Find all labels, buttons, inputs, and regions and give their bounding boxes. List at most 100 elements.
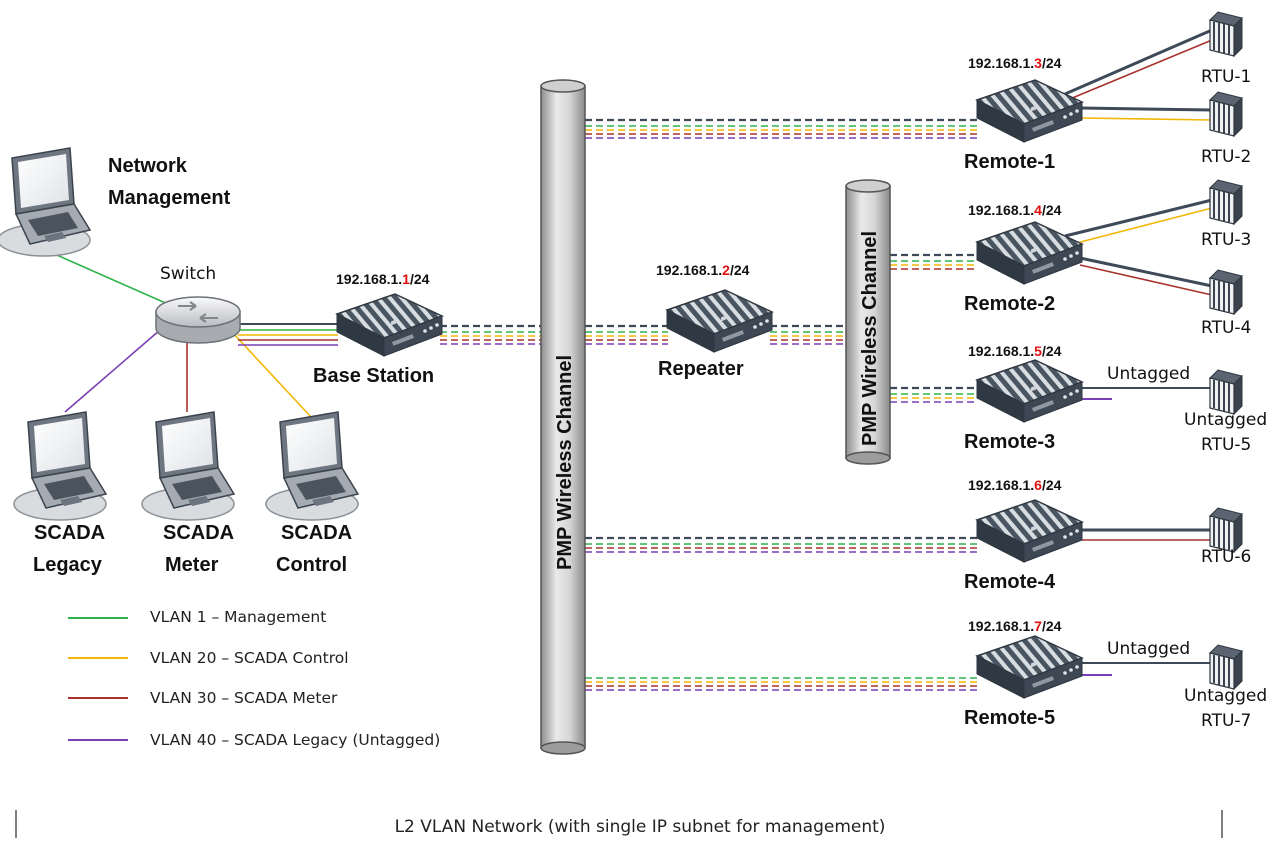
switch-icon [155, 296, 241, 344]
remote-4-group: 192.168.1.6/24 Remote-4 [964, 477, 1083, 593]
radio-icon [336, 293, 443, 357]
radio-icon [976, 359, 1083, 423]
repeater-ip: 192.168.1.2/24 [656, 262, 750, 278]
rtu-icon [1209, 507, 1243, 553]
rtu-7-label-1: Untagged [1184, 686, 1267, 706]
remote-1-group: 192.168.1.3/24 Remote-1 [964, 55, 1083, 173]
rtu-6-label: RTU-6 [1201, 547, 1251, 567]
rtu-4[interactable] [1209, 269, 1243, 315]
rtu-1[interactable] [1209, 11, 1243, 57]
scada-control-laptop[interactable] [265, 411, 359, 521]
remote-4-ip: 192.168.1.6/24 [968, 477, 1062, 493]
rtu-icon [1209, 179, 1243, 225]
repeater[interactable] [666, 289, 773, 353]
laptop-icon [265, 411, 359, 521]
wireless-link-remote-5 [585, 677, 978, 691]
untagged-link-label-remote-3: Untagged [1107, 364, 1190, 384]
wireless-link-repeater-in [585, 324, 668, 345]
rtu-7-label-2: RTU-7 [1201, 711, 1251, 731]
network-management-label-2: Management [108, 187, 231, 209]
remote-2-label: Remote-2 [964, 293, 1055, 315]
wireless-link-remote-4 [585, 536, 978, 553]
remote-3-group: 192.168.1.5/24 Remote-3 [964, 343, 1083, 453]
scada-legacy-label-1: SCADA [34, 522, 105, 544]
link-nm-switch [49, 251, 171, 306]
rtu-2[interactable] [1209, 91, 1243, 137]
legend-label-vlan30: VLAN 30 – SCADA Meter [150, 689, 338, 707]
legend-label-vlan40: VLAN 40 – SCADA Legacy (Untagged) [150, 731, 440, 749]
switch[interactable] [155, 296, 241, 344]
wireless-link-repeater-out [770, 324, 846, 345]
rtu-3[interactable] [1209, 179, 1243, 225]
legend-label-vlan20: VLAN 20 – SCADA Control [150, 649, 349, 667]
remote-3-ip: 192.168.1.5/24 [968, 343, 1062, 359]
rtu-7[interactable] [1209, 644, 1243, 690]
rtu-1-label: RTU-1 [1201, 67, 1251, 87]
rtu-6[interactable] [1209, 507, 1243, 553]
scada-control-label-2: Control [276, 554, 347, 576]
diagram-caption: L2 VLAN Network (with single IP subnet f… [395, 817, 886, 837]
laptop-icon [13, 411, 107, 521]
pmp-channel-secondary: PMP Wireless Channel [845, 179, 891, 465]
radio-icon [666, 289, 773, 353]
remote-2-ip: 192.168.1.4/24 [968, 202, 1062, 218]
scada-legacy-label-2: Legacy [33, 554, 103, 576]
wireless-links [440, 118, 978, 691]
rtu-icon [1209, 369, 1243, 415]
scada-meter-laptop[interactable] [141, 411, 235, 521]
legend-label-vlan1: VLAN 1 – Management [150, 608, 326, 626]
legend: VLAN 1 – Management VLAN 20 – SCADA Cont… [68, 608, 440, 749]
remote-1-label: Remote-1 [964, 151, 1055, 173]
remote-5-ip: 192.168.1.7/24 [968, 618, 1062, 634]
wireless-link-remote-2 [890, 253, 978, 270]
radio-icon [976, 499, 1083, 563]
laptop-icon [141, 411, 235, 521]
wireless-link-base [440, 324, 541, 345]
remote-2-group: 192.168.1.4/24 Remote-2 [964, 202, 1083, 315]
rtu-3-label: RTU-3 [1201, 230, 1251, 250]
remote-5-group: 192.168.1.7/24 Remote-5 [964, 618, 1083, 729]
remote-2[interactable] [976, 221, 1083, 285]
rtu-5[interactable] [1209, 369, 1243, 415]
laptop-icon [0, 147, 91, 257]
rtu-icon [1209, 269, 1243, 315]
wireless-link-remote-1 [585, 118, 978, 139]
remote-5[interactable] [976, 635, 1083, 699]
scada-meter-label-1: SCADA [163, 522, 234, 544]
rtu-5-label-1: Untagged [1184, 410, 1267, 430]
remote-1[interactable] [976, 79, 1083, 143]
base-station-ip: 192.168.1.1/24 [336, 271, 430, 287]
rtu-links [1064, 28, 1213, 676]
network-management-label-1: Network [108, 155, 188, 177]
scada-legacy-laptop[interactable] [13, 411, 107, 521]
link-switch-control [231, 331, 313, 419]
rtu-5-label-2: RTU-5 [1201, 435, 1251, 455]
base-station[interactable] [336, 293, 443, 357]
radio-icon [976, 79, 1083, 143]
pmp-channel-secondary-label: PMP Wireless Channel [859, 231, 881, 446]
switch-label: Switch [160, 264, 216, 284]
repeater-label: Repeater [658, 358, 744, 380]
link-switch-legacy [64, 329, 161, 413]
remote-4[interactable] [976, 499, 1083, 563]
remote-3[interactable] [976, 359, 1083, 423]
rtu-icon [1209, 91, 1243, 137]
rtu-icon [1209, 11, 1243, 57]
network-management-laptop[interactable] [0, 147, 91, 257]
pmp-channel-main-label: PMP Wireless Channel [554, 355, 576, 570]
rtu-2-label: RTU-2 [1201, 147, 1251, 167]
rtu-icon [1209, 644, 1243, 690]
scada-meter-label-2: Meter [165, 554, 219, 576]
radio-icon [976, 221, 1083, 285]
base-station-label: Base Station [313, 365, 434, 387]
remote-5-label: Remote-5 [964, 707, 1055, 729]
remote-3-label: Remote-3 [964, 431, 1055, 453]
pmp-channel-main: PMP Wireless Channel [540, 79, 586, 755]
wireless-link-remote-3 [890, 386, 978, 403]
link-switch-base [238, 323, 338, 346]
untagged-link-label-remote-5: Untagged [1107, 639, 1190, 659]
remote-4-label: Remote-4 [964, 571, 1056, 593]
rtu-4-label: RTU-4 [1201, 318, 1251, 338]
remote-1-ip: 192.168.1.3/24 [968, 55, 1062, 71]
